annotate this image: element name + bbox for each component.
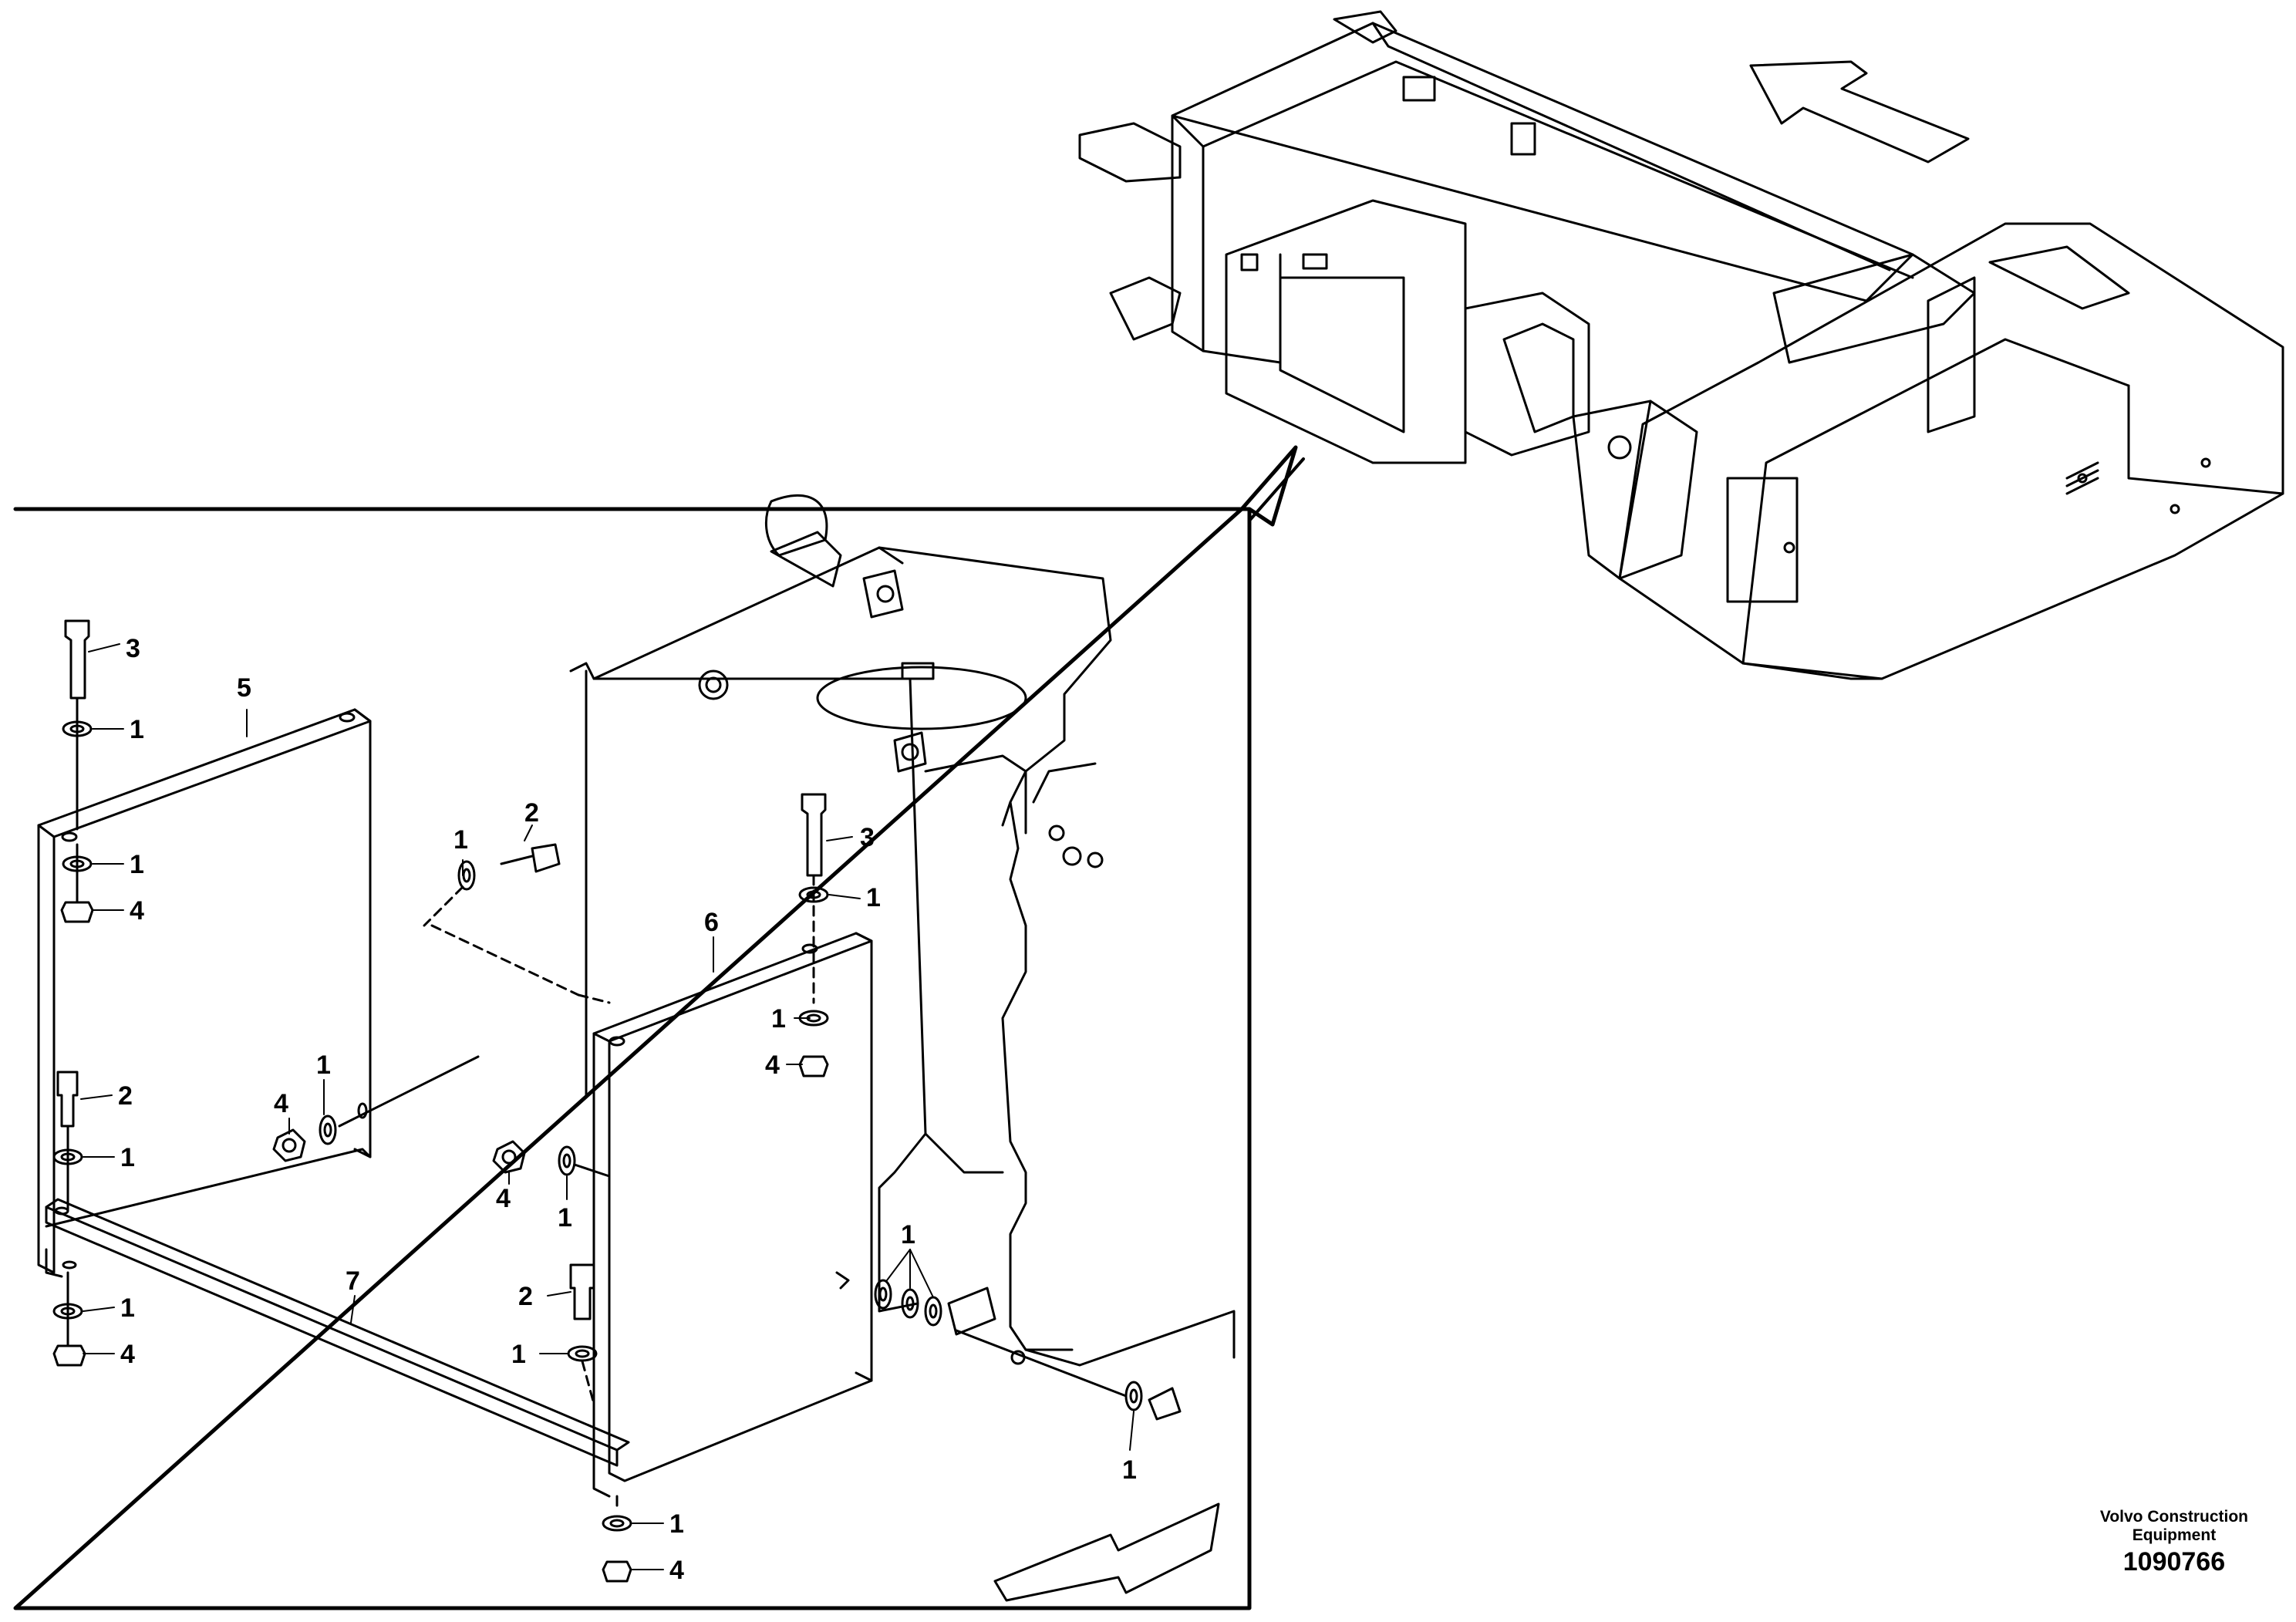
callout-2: 2: [518, 1282, 533, 1311]
callout-1: 1: [901, 1220, 915, 1249]
callout-1: 1: [771, 1004, 786, 1034]
callout-1: 1: [130, 715, 144, 744]
leader-lines: [80, 643, 1135, 1570]
callout-3-top-left: 3: [126, 634, 140, 663]
machine-frame-overview: [1078, 10, 2284, 680]
callout-7: 7: [346, 1266, 360, 1296]
callout-1: 1: [511, 1340, 526, 1369]
detail-frame: [13, 445, 1298, 1610]
callout-4: 4: [496, 1184, 511, 1213]
callout-1: 1: [120, 1143, 135, 1172]
callout-1: 1: [1122, 1455, 1137, 1485]
callout-labels: 3 5 1 1 4 1 2 3 6 1 1 4 2 1 4 1 4 1 7 1 …: [118, 634, 1137, 1585]
company-name: Volvo Construction: [2099, 1508, 2248, 1526]
direction-arrow-bottom: [993, 1502, 1220, 1602]
callout-5: 5: [237, 673, 251, 703]
bracket-5: [37, 708, 372, 1274]
bracket-6: [592, 932, 873, 1498]
callout-1: 1: [316, 1050, 331, 1080]
callout-4: 4: [130, 896, 144, 926]
callout-1: 1: [669, 1509, 684, 1539]
callout-3-right: 3: [860, 823, 875, 852]
hydraulic-tank: [569, 494, 1236, 1367]
company-name-line2: Equipment: [2132, 1526, 2217, 1544]
callout-1: 1: [130, 850, 144, 879]
callout-6: 6: [704, 908, 719, 937]
callout-1: 1: [453, 825, 468, 855]
drawing-credit: Volvo Construction Equipment 1090766: [2100, 1508, 2248, 1579]
callout-4: 4: [274, 1089, 288, 1118]
callout-2: 2: [118, 1081, 133, 1111]
callout-4: 4: [765, 1050, 780, 1080]
callout-4: 4: [120, 1340, 135, 1369]
callout-2: 2: [524, 798, 539, 828]
bar-7: [45, 1198, 630, 1467]
direction-arrow-top: [1749, 60, 1970, 164]
callout-1: 1: [120, 1293, 135, 1323]
hardware: [52, 619, 1182, 1583]
callout-1: 1: [866, 883, 881, 912]
callout-1: 1: [558, 1203, 572, 1233]
drawing-number: 1090766: [2122, 1547, 2226, 1576]
callout-4: 4: [669, 1556, 684, 1585]
